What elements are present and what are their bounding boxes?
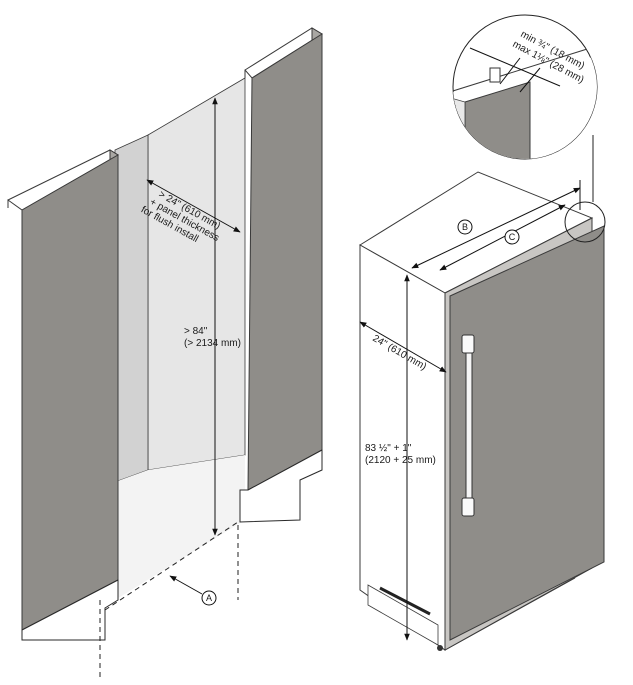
callout-c-circle xyxy=(504,229,520,245)
appliance-base xyxy=(367,584,439,646)
door-panel xyxy=(449,225,605,641)
right-cabinet xyxy=(239,27,323,523)
magnifier-circle-icon xyxy=(564,201,606,243)
dimension-c-arrow xyxy=(439,204,566,271)
gap-detail-view: min ¾" (18 mm) max 1⅛" (28 mm) xyxy=(452,14,598,160)
opening-floor xyxy=(115,455,245,600)
callout-a-label: A xyxy=(206,593,212,603)
left-cabinet xyxy=(7,149,119,641)
opening-height-label: (> 2134 mm) xyxy=(184,338,241,349)
cabinet-opening: > 24" (610 mm) + panel thickness for flu… xyxy=(7,27,323,680)
unit-height-label: 83 ½" + 1" xyxy=(365,443,412,454)
opening-back-wall xyxy=(147,77,246,471)
opening-height-label: > 84" xyxy=(184,326,208,337)
arrow-icon xyxy=(169,575,203,595)
callout-c-label: C xyxy=(509,232,516,242)
unit-height-label: (2120 + 25 mm) xyxy=(365,455,436,466)
callout-a-circle xyxy=(201,590,217,606)
unit-depth-arrow xyxy=(359,321,447,373)
callout-b-label: B xyxy=(462,222,468,232)
opening-left-wall xyxy=(114,134,149,483)
opening-width-arrow xyxy=(146,179,241,233)
door-handle xyxy=(461,334,475,517)
appliance: B C 24" (610 mm) 83 ½" + 1" (2120 + 25 m… xyxy=(359,135,606,651)
